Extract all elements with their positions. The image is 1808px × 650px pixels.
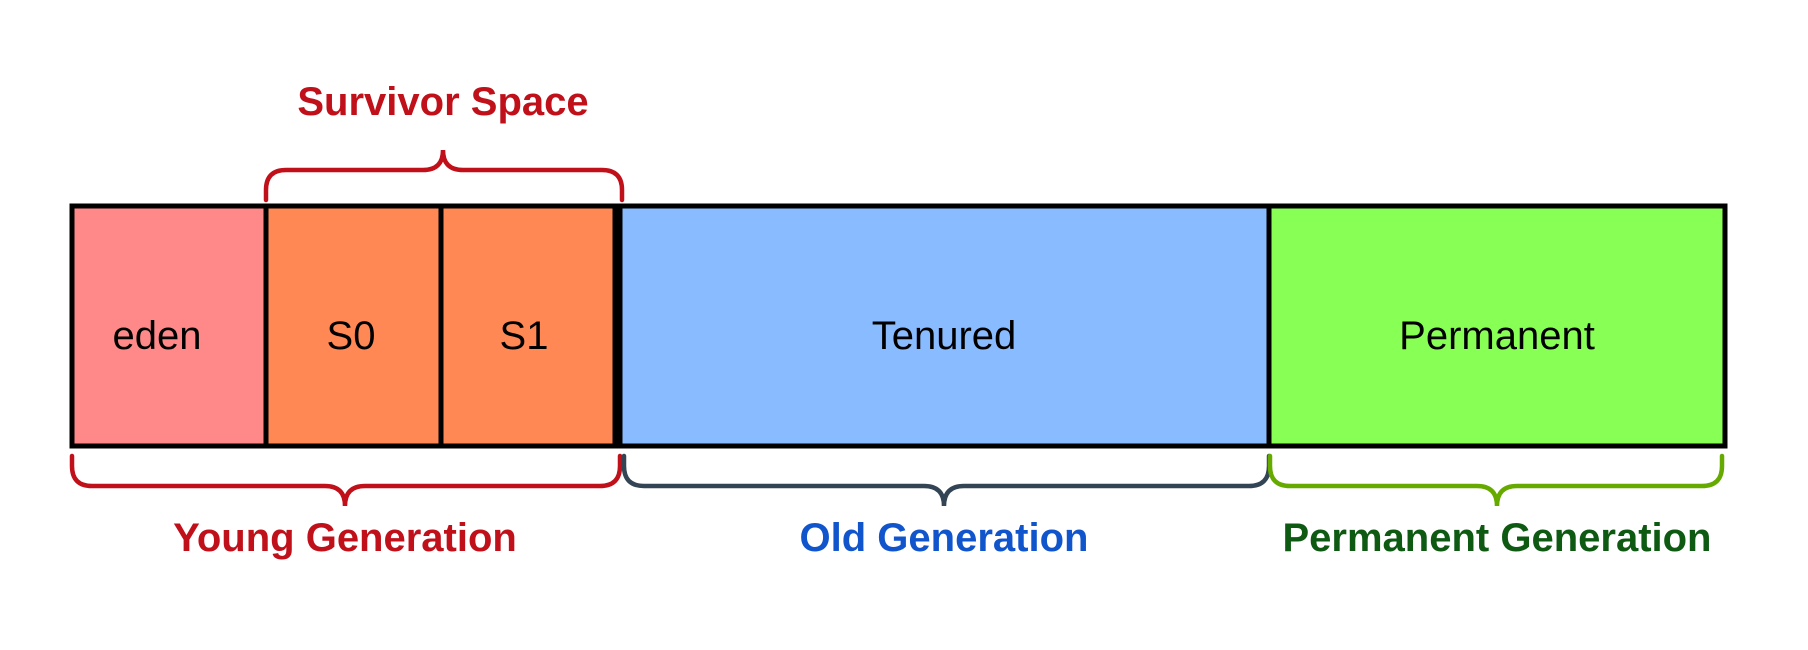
- s1-box: [438, 203, 618, 449]
- s1-label: S1: [500, 314, 549, 358]
- tenured-label: Tenured: [872, 314, 1017, 358]
- s0-label: S0: [327, 314, 376, 358]
- young-brace: [69, 453, 623, 507]
- old-brace: [621, 453, 1272, 507]
- old-generation-label: Old Generation: [800, 516, 1089, 560]
- young-generation-label: Young Generation: [173, 516, 517, 560]
- permanent-label: Permanent: [1399, 314, 1595, 358]
- survivor-brace: [263, 149, 625, 203]
- permanent-generation-label: Permanent Generation: [1282, 516, 1711, 560]
- permanent-brace: [1267, 453, 1725, 507]
- eden-box: [69, 203, 269, 449]
- s0-box: [263, 203, 444, 449]
- permanent-box: [1266, 203, 1728, 449]
- eden-label: eden: [113, 314, 202, 358]
- tenured-box: [617, 203, 1272, 449]
- survivor-space-label: Survivor Space: [297, 80, 588, 124]
